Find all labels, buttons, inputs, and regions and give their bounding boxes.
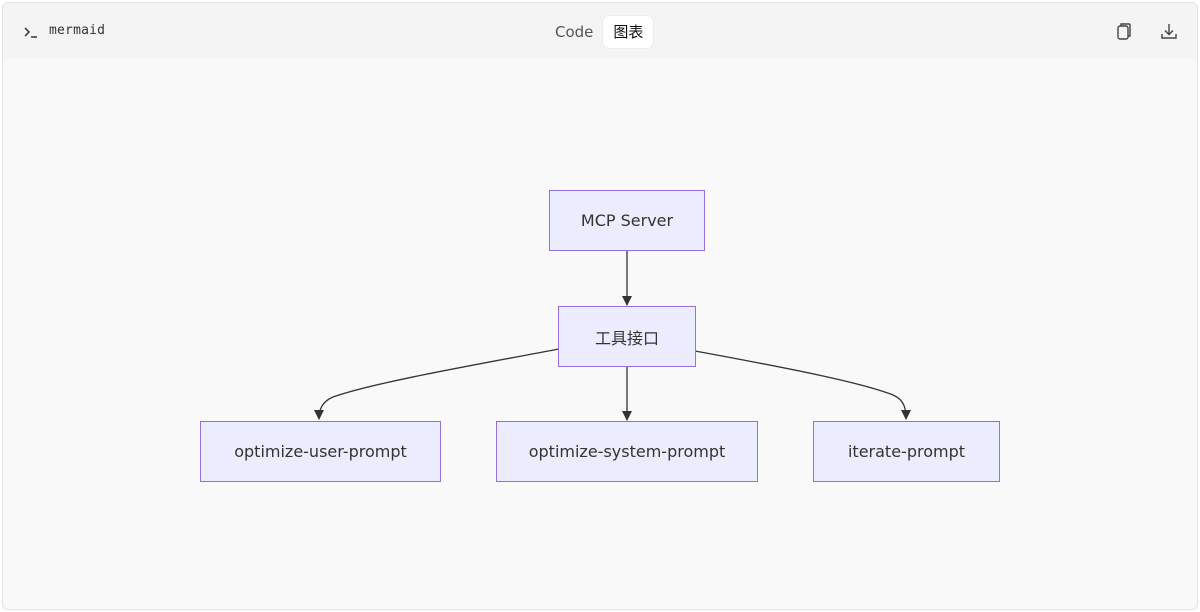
node-optimize-system-prompt: optimize-system-prompt bbox=[496, 421, 758, 482]
diagram-canvas: MCP Server 工具接口 optimize-user-prompt opt… bbox=[3, 59, 1197, 609]
download-icon[interactable] bbox=[1159, 21, 1179, 41]
terminal-prompt-icon bbox=[23, 24, 39, 38]
language-label: mermaid bbox=[49, 23, 106, 38]
toolbar-actions bbox=[1113, 21, 1179, 41]
copy-icon[interactable] bbox=[1113, 21, 1133, 41]
tab-code[interactable]: Code bbox=[555, 23, 594, 41]
view-tabs: Code 图表 bbox=[545, 16, 654, 48]
code-block-toolbar: mermaid Code 图表 bbox=[3, 3, 1197, 59]
node-tool-interface: 工具接口 bbox=[558, 306, 696, 367]
node-mcp-server: MCP Server bbox=[549, 190, 705, 251]
language-indicator: mermaid bbox=[23, 23, 105, 38]
node-optimize-user-prompt: optimize-user-prompt bbox=[200, 421, 441, 482]
edge-tools-to-user bbox=[314, 348, 560, 420]
diagram-edges bbox=[314, 251, 911, 421]
tab-diagram[interactable]: 图表 bbox=[603, 16, 654, 48]
node-iterate-prompt: iterate-prompt bbox=[813, 421, 1000, 482]
edge-tools-to-iterate bbox=[694, 350, 911, 420]
